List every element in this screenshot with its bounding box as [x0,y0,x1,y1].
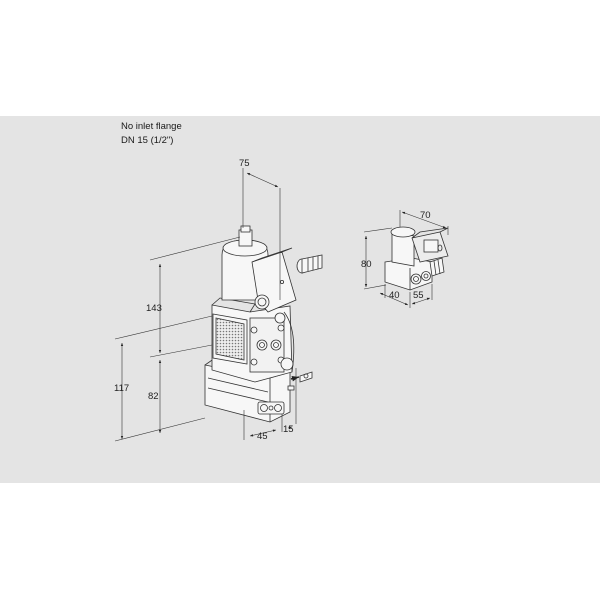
dim-side-height-80: 80 [361,259,372,270]
cable-gland-part [296,254,323,274]
main-valve-drawing [204,225,323,423]
dim-side-depth-55: 55 [413,290,424,301]
caption-inlet-flange: No inlet flange [121,121,182,132]
dim-main-height-143: 143 [146,303,162,314]
caption-nominal-size: DN 15 (1/2") [121,135,174,146]
small-valve-drawing [384,226,449,291]
dim-main-height-117: 117 [114,383,129,394]
main-view-dimensions [114,168,297,442]
dim-main-height-82: 82 [148,391,159,402]
dim-main-depth-45: 45 [257,431,268,442]
dim-main-offset-15: 15 [283,424,294,435]
side-view-dimensions [363,210,449,308]
dim-side-width-70: 70 [420,210,431,221]
dim-main-width-75: 75 [239,158,250,169]
test-nipple-part [287,371,313,391]
dim-side-depth-40: 40 [389,290,400,301]
drawing-background-band [0,116,600,483]
